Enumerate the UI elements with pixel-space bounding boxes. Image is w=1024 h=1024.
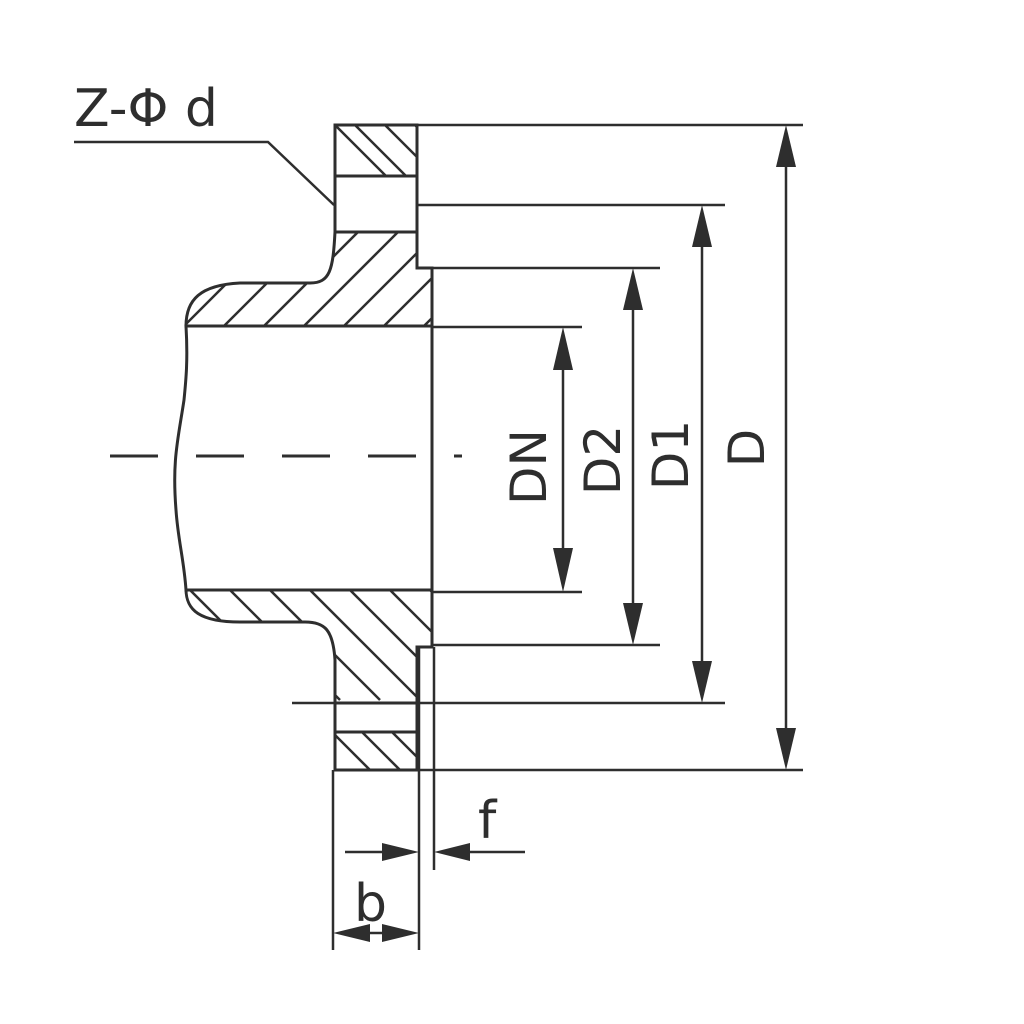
- dimension-d: [776, 125, 796, 770]
- extension-lines: [292, 123, 803, 950]
- callout-leader: [74, 140, 335, 206]
- dimension-f: [345, 843, 525, 861]
- dimension-b: [333, 924, 419, 942]
- label-d2: D2: [574, 425, 632, 495]
- label-dn: DN: [500, 429, 558, 505]
- dimension-d1: [692, 205, 712, 703]
- label-b: b: [354, 874, 387, 934]
- dimension-d2: [623, 268, 643, 645]
- callout-label: Z-Φ d: [74, 79, 218, 139]
- flange-outline: [173, 123, 434, 772]
- label-d: D: [718, 429, 776, 468]
- hatch-bottom-ring: [335, 732, 417, 770]
- dimension-dn: [553, 327, 573, 592]
- label-d1: D1: [642, 420, 700, 490]
- label-f: f: [478, 791, 498, 851]
